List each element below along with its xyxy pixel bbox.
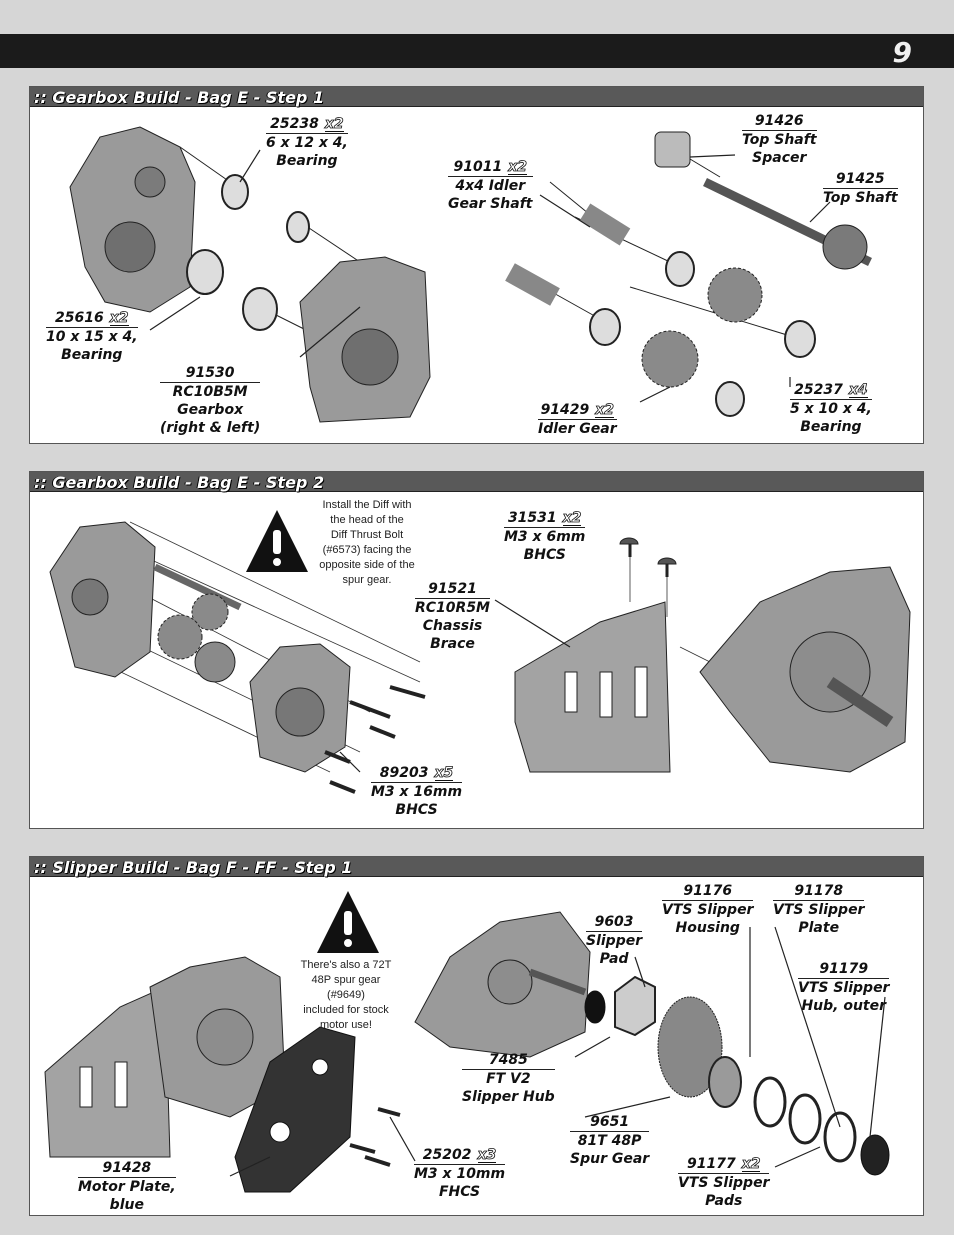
- step3-panel: :: Slipper Build - Bag F - FF - Step 1: [29, 856, 924, 1216]
- step1-panel: :: Gearbox Build - Bag E - Step 1: [29, 86, 924, 444]
- step1-title: :: Gearbox Build - Bag E - Step 1: [34, 88, 325, 107]
- step2-header: :: Gearbox Build - Bag E - Step 2: [30, 472, 923, 492]
- page-header-bar: 9: [0, 34, 954, 69]
- step1-illustration: [69, 126, 872, 423]
- warning-icon: [317, 891, 379, 953]
- step2-illustration: [49, 521, 911, 794]
- step3-header: :: Slipper Build - Bag F - FF - Step 1: [30, 857, 923, 877]
- page-number: 9: [892, 36, 912, 69]
- step2-title: :: Gearbox Build - Bag E - Step 2: [34, 473, 325, 492]
- step2-panel: :: Gearbox Build - Bag E - Step 2: [29, 471, 924, 829]
- step3-illustration: [44, 911, 890, 1193]
- step3-title: :: Slipper Build - Bag F - FF - Step 1: [34, 858, 353, 877]
- warning-icon: [246, 510, 308, 572]
- step1-header: :: Gearbox Build - Bag E - Step 1: [30, 87, 923, 107]
